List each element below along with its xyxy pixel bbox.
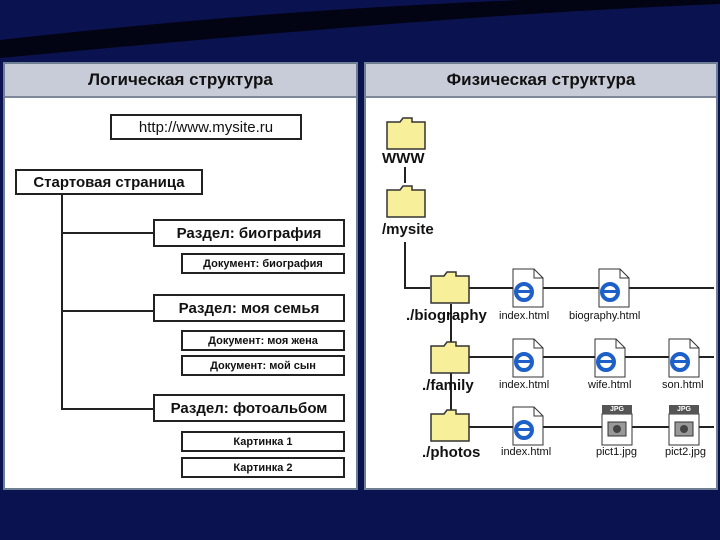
branch-photo-line <box>61 408 153 410</box>
file-label: wife.html <box>588 379 632 391</box>
html-file-icon[interactable] <box>512 406 544 446</box>
html-file-icon[interactable] <box>512 268 544 308</box>
doc-son-box: Документ: мой сын <box>181 355 345 376</box>
logical-structure-title: Логическая структура <box>5 64 356 98</box>
section-biography-box: Раздел: биография <box>153 219 345 247</box>
jpg-badge: JPG <box>609 406 624 413</box>
folder-label: ./photos <box>422 444 481 461</box>
file-label: pict1.jpg <box>596 446 637 458</box>
doc-biography-box: Документ: биография <box>181 253 345 274</box>
www-mysite-line <box>404 167 406 183</box>
folder-icon[interactable] <box>430 270 470 304</box>
doc-wife-box: Документ: моя жена <box>181 330 345 351</box>
folder-label: ./biography <box>406 307 487 324</box>
physical-structure-title: Физическая структура <box>366 64 716 98</box>
folder-icon[interactable] <box>430 340 470 374</box>
html-file-icon[interactable] <box>512 338 544 378</box>
photos-files-line <box>466 426 714 428</box>
physical-structure-panel: Физическая структура WWW /mysite ./biogr… <box>364 62 718 490</box>
folder-icon[interactable] <box>386 184 426 218</box>
branch-family-line <box>61 310 153 312</box>
folder-label: WWW <box>382 150 425 167</box>
file-label: biography.html <box>569 310 641 322</box>
html-file-icon[interactable] <box>594 338 626 378</box>
tree-trunk-line <box>61 195 63 410</box>
folder-label: ./family <box>422 377 474 394</box>
file-label: index.html <box>499 379 550 391</box>
picture2-box: Картинка 2 <box>181 457 345 478</box>
picture1-box: Картинка 1 <box>181 431 345 452</box>
jpg-file-icon[interactable]: JPG <box>668 404 702 446</box>
biography-files-line <box>466 287 714 289</box>
folder-icon[interactable] <box>430 408 470 442</box>
html-file-icon[interactable] <box>668 338 700 378</box>
folder-icon[interactable] <box>386 116 426 150</box>
section-family-box: Раздел: моя семья <box>153 294 345 322</box>
start-page-box: Стартовая страница <box>15 169 203 195</box>
background-swoosh <box>0 0 720 58</box>
jpg-file-icon[interactable]: JPG <box>601 404 635 446</box>
section-photo-box: Раздел: фотоальбом <box>153 394 345 422</box>
family-files-line <box>466 356 714 358</box>
file-label: pict2.jpg <box>665 446 706 458</box>
jpg-badge: JPG <box>676 406 691 413</box>
file-label: index.html <box>499 310 550 322</box>
mysite-down-line <box>404 242 406 288</box>
folder-label: /mysite <box>382 221 434 238</box>
html-file-icon[interactable] <box>598 268 630 308</box>
mysite-biography-line <box>404 287 430 289</box>
file-label: index.html <box>501 446 552 458</box>
branch-biography-line <box>61 232 153 234</box>
logical-structure-panel: Логическая структура http://www.mysite.r… <box>3 62 358 490</box>
file-label: son.html <box>662 379 704 391</box>
site-url-box: http://www.mysite.ru <box>110 114 302 140</box>
